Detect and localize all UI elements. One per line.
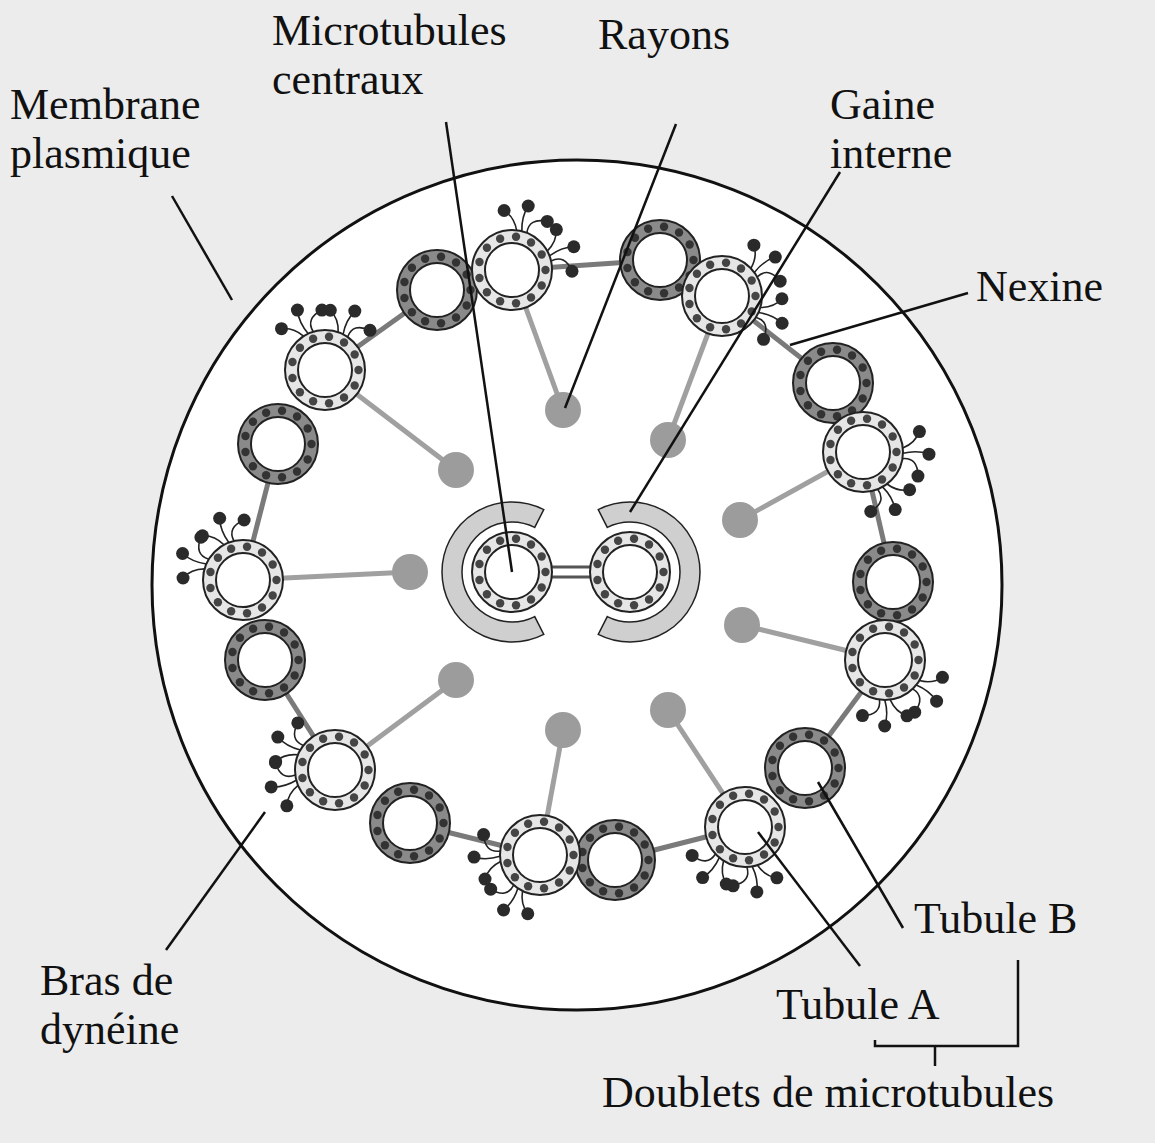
dynein-head bbox=[864, 505, 877, 518]
plasma-membrane bbox=[152, 160, 1002, 1010]
part-label: Microtubules centraux bbox=[272, 6, 572, 105]
dynein-head bbox=[903, 483, 916, 496]
dynein-head bbox=[238, 514, 251, 527]
part-label: Doublets de microtubules bbox=[602, 1068, 1150, 1117]
tubule-b bbox=[370, 783, 450, 863]
dynein-head bbox=[364, 324, 377, 337]
tubule-b bbox=[225, 620, 305, 700]
part-label: Bras de dynéine bbox=[40, 956, 220, 1055]
central-bridge bbox=[552, 566, 590, 569]
tubule-b bbox=[238, 404, 318, 484]
spoke-head bbox=[724, 607, 760, 643]
dynein-head bbox=[269, 755, 282, 768]
tubule-a bbox=[682, 256, 762, 336]
dynein-head bbox=[550, 223, 563, 236]
tubule-a bbox=[285, 330, 365, 410]
dynein-head bbox=[477, 828, 490, 841]
dynein-head bbox=[889, 503, 902, 516]
dynein-head bbox=[497, 904, 510, 917]
dynein-head bbox=[922, 448, 935, 461]
tubule-b bbox=[793, 343, 873, 423]
dynein-head bbox=[196, 529, 209, 542]
axoneme bbox=[176, 200, 949, 921]
part-label: Tubule A bbox=[776, 980, 1006, 1029]
spoke-head bbox=[438, 452, 474, 488]
tubule-b bbox=[853, 542, 933, 622]
dynein-head bbox=[770, 871, 783, 884]
dynein-head bbox=[280, 799, 293, 812]
part-label: Membrane plasmique bbox=[10, 80, 250, 179]
dynein-head bbox=[565, 265, 578, 278]
part-label: Gaine interne bbox=[830, 80, 1000, 179]
dynein-head bbox=[291, 716, 304, 729]
dynein-head bbox=[878, 719, 891, 732]
leader-line bbox=[446, 122, 512, 572]
tubule-a bbox=[500, 815, 580, 895]
dynein-head bbox=[911, 470, 924, 483]
tubule-a bbox=[845, 620, 925, 700]
dynein-head bbox=[720, 878, 733, 891]
tubule-a bbox=[203, 540, 283, 620]
spoke-head bbox=[650, 692, 686, 728]
dynein-head bbox=[522, 200, 535, 213]
dynein-head bbox=[176, 547, 189, 560]
tubule-a bbox=[295, 730, 375, 810]
inner-sheath bbox=[442, 502, 544, 642]
tubule-a bbox=[823, 412, 903, 492]
dynein-head bbox=[177, 571, 190, 584]
dynein-head bbox=[348, 305, 361, 318]
dynein-head bbox=[757, 333, 770, 346]
dynein-head bbox=[930, 695, 943, 708]
dynein-head bbox=[468, 851, 481, 864]
dynein-head bbox=[213, 512, 226, 525]
central-microtubule bbox=[590, 532, 670, 612]
dynein-head bbox=[479, 873, 492, 886]
dynein-head bbox=[324, 304, 337, 317]
dynein-head bbox=[265, 780, 278, 793]
dynein-head bbox=[936, 671, 949, 684]
spoke-head bbox=[438, 662, 474, 698]
leader-line bbox=[758, 832, 860, 966]
tubule-b bbox=[575, 820, 655, 900]
dynein-head bbox=[750, 885, 763, 898]
dynein-head bbox=[275, 322, 288, 335]
tubule-b bbox=[620, 220, 700, 300]
dynein-head bbox=[696, 871, 709, 884]
dynein-head bbox=[775, 292, 788, 305]
leader-line bbox=[565, 124, 676, 408]
dynein-head bbox=[900, 709, 913, 722]
dynein-head bbox=[291, 304, 304, 317]
inner-sheath bbox=[598, 502, 700, 642]
part-label: Tubule B bbox=[914, 894, 1144, 943]
dynein-head bbox=[271, 731, 284, 744]
leader-line bbox=[790, 293, 968, 345]
spoke-head bbox=[545, 712, 581, 748]
part-label: Nexine bbox=[976, 262, 1146, 311]
dynein-head bbox=[747, 239, 760, 252]
dynein-head bbox=[567, 240, 580, 253]
dynein-head bbox=[776, 317, 789, 330]
spoke-head bbox=[392, 554, 428, 590]
dynein-head bbox=[521, 907, 534, 920]
dynein-head bbox=[769, 251, 782, 264]
leader-line bbox=[166, 812, 265, 950]
leader-line bbox=[818, 782, 903, 928]
tubule-b bbox=[765, 728, 845, 808]
spoke-head bbox=[722, 502, 758, 538]
dynein-head bbox=[913, 425, 926, 438]
dynein-head bbox=[856, 709, 869, 722]
central-bridge bbox=[552, 576, 590, 579]
dynein-head bbox=[686, 849, 699, 862]
leader-line bbox=[172, 196, 232, 300]
part-label: Rayons bbox=[598, 10, 798, 59]
leader-line bbox=[630, 172, 840, 512]
tubule-a bbox=[472, 230, 552, 310]
spoke-head bbox=[545, 392, 581, 428]
dynein-head bbox=[498, 204, 511, 217]
tubule-b bbox=[397, 250, 477, 330]
tubule-a bbox=[705, 787, 785, 867]
leader-lines bbox=[166, 122, 1018, 1066]
